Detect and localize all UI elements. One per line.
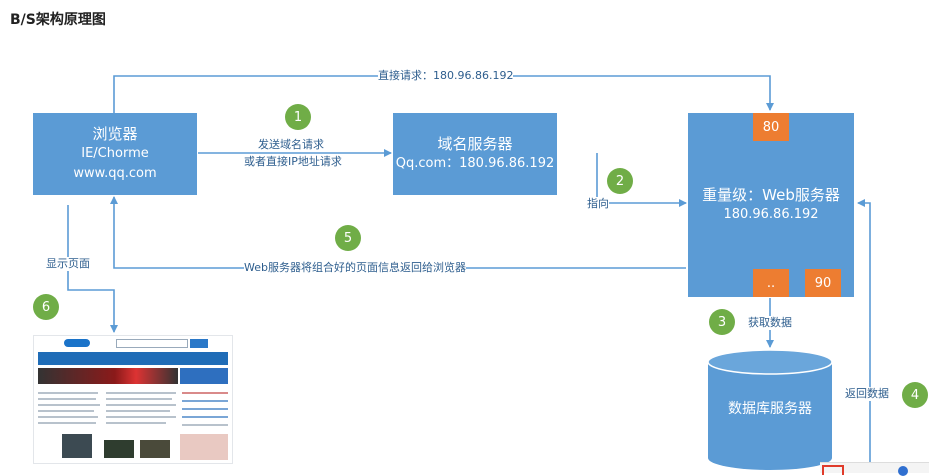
dns-record: Qq.com：180.96.86.192 [395,156,555,171]
web-server-box: 重量级：Web服务器 180.96.86.192 [688,113,854,297]
browser-box: 浏览器 IE/Chorme www.qq.com [33,113,197,195]
thumbnail-text [38,398,96,400]
thumbnail-text [106,392,176,394]
port-ellipsis: .. [753,269,789,297]
direct-request-label: 直接请求：180.96.86.192 [378,69,514,83]
red-icon [822,465,844,475]
thumbnail-image [104,440,134,458]
thumbnail-text [106,410,170,412]
database-cylinder [707,349,833,470]
thumbnail-text [106,416,176,418]
thumbnail-text [182,424,228,426]
thumbnail-text [106,422,166,424]
thumbnail-text [38,416,98,418]
thumbnail-text [182,408,228,410]
thumbnail-image [180,434,228,460]
browser-name: 浏览器 [92,125,138,143]
send-domain-label-2: 或者直接IP地址请求 [244,155,342,169]
thumbnail-text [182,392,228,394]
thumbnail-image [140,440,170,458]
step-1-badge: 1 [285,104,311,130]
thumbnail-logo [64,339,90,347]
blue-icon [898,466,908,476]
browser-type: IE/Chorme [81,146,149,161]
step-3-badge: 3 [709,309,735,335]
return-page-label: Web服务器将组合好的页面信息返回给浏览器 [244,261,466,275]
port-90: 90 [805,269,841,297]
thumbnail-text [38,404,100,406]
web-server-ip: 180.96.86.192 [723,207,819,222]
step-4-badge: 4 [902,382,928,408]
show-page-label: 显示页面 [46,257,90,271]
thumbnail-text [182,400,228,402]
thumbnail-text [182,416,228,418]
send-domain-label-1: 发送域名请求 [258,138,324,152]
show-page-arrow [67,205,118,333]
database-label: 数据库服务器 [728,401,812,417]
browser-url: www.qq.com [73,166,157,181]
dns-server-name: 域名服务器 [437,135,513,153]
return-data-label: 返回数据 [845,387,889,401]
thumbnail-search-button [190,339,208,348]
step-5-badge: 5 [335,225,361,251]
dns-server-box: 域名服务器 Qq.com：180.96.86.192 [393,113,557,195]
return-data-arrow [857,199,871,470]
thumbnail-text [106,404,176,406]
thumbnail-search [116,339,188,348]
port-80: 80 [753,113,789,141]
step-6-badge: 6 [33,294,59,320]
web-server-name: 重量级：Web服务器 [702,186,840,204]
cropped-toolbar [820,462,929,476]
thumbnail-banner [38,368,178,384]
webpage-thumbnail [33,335,233,464]
step-2-badge: 2 [607,168,633,194]
thumbnail-text [106,398,172,400]
thumbnail-nav [38,352,228,365]
diagram-title: B/S架构原理图 [10,12,106,28]
thumbnail-image [62,434,92,458]
thumbnail-text [38,410,94,412]
point-to-label: 指向 [587,197,609,211]
thumbnail-ad [180,368,228,384]
return-page-arrow [110,196,686,269]
get-data-label: 获取数据 [748,316,792,330]
thumbnail-text [38,392,98,394]
thumbnail-text [38,422,96,424]
